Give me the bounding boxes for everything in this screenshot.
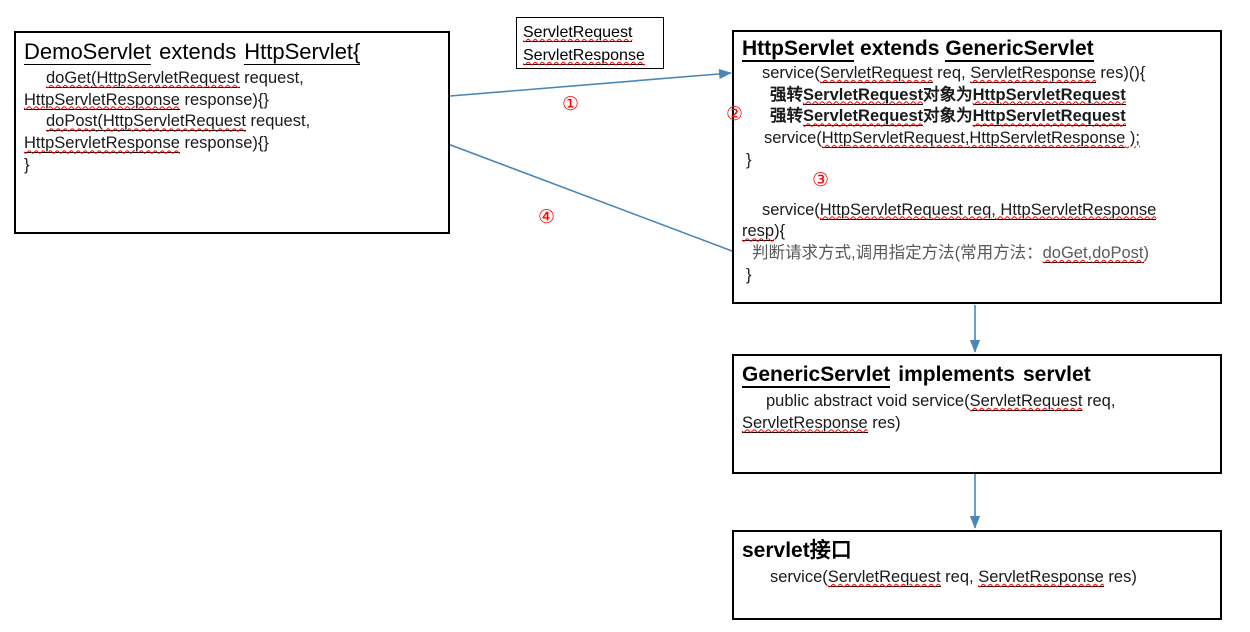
dopost-param-request-name: request, <box>245 112 311 131</box>
servlet-response-text: ServletResponse <box>523 47 645 66</box>
http-servlet-title-keyword: extends <box>860 37 940 60</box>
cast2-verb: 强转 <box>770 107 803 126</box>
dispatch-close-paren: ) <box>1143 244 1150 263</box>
service-keyword: service( <box>762 63 820 82</box>
box-servlet-interface[interactable]: servlet接口 service(ServletRequest req, Se… <box>732 530 1222 620</box>
doget-param-request-name: request, <box>239 68 304 87</box>
marker-one: ① <box>562 93 580 115</box>
demo-servlet-title-keyword: extends <box>159 39 237 64</box>
abstract-param-res-type: ServletResponse <box>742 413 868 433</box>
marker-four: ④ <box>538 206 556 228</box>
dopost-param-request-type: HttpServletRequest <box>102 112 246 132</box>
dispatch-text: 判断请求方式,调用指定方法(常用方法： <box>752 244 1043 263</box>
cast1-connector: 对象为 <box>923 85 973 104</box>
dopost-param-response-name: response){} <box>179 134 269 153</box>
inner-service-keyword: service( <box>764 129 822 148</box>
cast1-to-type: HttpServletRequest <box>972 85 1126 105</box>
http-servlet-inner-service-call: service(HttpServletRequest,HttpServletRe… <box>742 128 1214 150</box>
overload-service-keyword: service( <box>762 200 820 219</box>
iface-param-req-name: req, <box>940 567 979 586</box>
cast2-from-type: ServletRequest <box>803 107 924 127</box>
cast1-from-type: ServletRequest <box>803 85 924 105</box>
dispatch-methods: doGet,doPost <box>1042 244 1144 264</box>
servlet-interface-service-signature: service(ServletRequest req, ServletRespo… <box>742 567 1212 589</box>
http-servlet-title-class: HttpServlet <box>742 37 855 62</box>
http-servlet-cast-line-1: 强转ServletRequest对象为HttpServletRequest <box>742 85 1214 107</box>
abstract-param-res-name: res) <box>867 413 901 432</box>
box-generic-servlet[interactable]: GenericServlet implements servlet public a… <box>732 354 1222 474</box>
box-servlet-request-response[interactable]: ServletRequest ServletResponse <box>516 17 664 69</box>
cast1-verb: 强转 <box>770 85 803 104</box>
iface-service-keyword: service( <box>770 567 828 586</box>
cast2-to-type: HttpServletRequest <box>972 107 1126 127</box>
demo-servlet-title: DemoServlet extends HttpServlet{ <box>24 39 440 65</box>
demo-servlet-dopost-line2: HttpServletResponse response){} <box>24 133 440 155</box>
overload-open-brace: ){ <box>774 222 786 241</box>
demo-servlet-close-brace: } <box>24 156 30 175</box>
cast2-connector: 对象为 <box>923 107 973 126</box>
servlet-response-label: ServletResponse <box>523 44 657 67</box>
service-param-res-type: ServletResponse <box>970 63 1096 83</box>
overload-resp-name: resp <box>742 222 775 242</box>
arrow-one-demo-to-httpservlet <box>449 68 732 97</box>
demo-servlet-doget-line: doGet(HttpServletRequest request, <box>24 68 440 90</box>
dopost-param-response-type: HttpServletResponse <box>24 134 180 154</box>
doget-param-response-type: HttpServletResponse <box>24 90 180 110</box>
overload-service-params: HttpServletRequest req, HttpServletRespo… <box>819 200 1157 220</box>
dopost-keyword: doPost( <box>46 112 103 132</box>
iface-param-req-type: ServletRequest <box>827 567 941 587</box>
http-servlet-overload-signature-cont: resp){ <box>742 221 1214 243</box>
service-param-req-type: ServletRequest <box>819 63 933 83</box>
servlet-request-label: ServletRequest <box>523 21 657 44</box>
http-servlet-close-brace-1: } <box>746 150 752 169</box>
generic-servlet-service-signature: public abstract void service(ServletRequ… <box>742 391 1212 413</box>
marker-two: ② <box>726 103 744 125</box>
http-servlet-close-brace-2: } <box>746 265 752 284</box>
abstract-param-req-name: req, <box>1082 391 1116 410</box>
http-servlet-title-super: GenericServlet <box>945 37 1094 62</box>
inner-service-args: HttpServletRequest,HttpServletResponse <box>821 129 1126 149</box>
http-servlet-cast-line-2: 强转ServletRequest对象为HttpServletRequest <box>742 106 1214 128</box>
inner-service-tail: ); <box>1125 129 1141 148</box>
http-servlet-service-signature: service(ServletRequest req, ServletRespo… <box>742 63 1214 85</box>
abstract-service-keyword: public abstract void service( <box>766 391 970 410</box>
demo-servlet-title-super: HttpServlet{ <box>244 39 361 65</box>
http-servlet-dispatch-description: 判断请求方式,调用指定方法(常用方法：doGet,doPost) <box>742 243 1214 265</box>
doget-param-response-name: response){} <box>179 90 269 109</box>
demo-servlet-dopost-line: doPost(HttpServletRequest request, <box>24 111 440 133</box>
abstract-param-req-type: ServletRequest <box>969 391 1083 411</box>
generic-servlet-title-keyword: implements <box>898 363 1015 386</box>
doget-keyword: doGet( <box>46 68 97 88</box>
generic-servlet-service-signature-cont: ServletResponse res) <box>742 413 1212 435</box>
service-param-req-name: req, <box>932 63 971 82</box>
iface-param-res-name: res) <box>1103 567 1137 586</box>
servlet-interface-title: servlet接口 <box>742 539 852 562</box>
http-servlet-overload-signature: service(HttpServletRequest req, HttpServ… <box>742 200 1214 222</box>
doget-param-request-type: HttpServletRequest <box>96 68 240 88</box>
generic-servlet-title-interface: servlet <box>1022 363 1091 386</box>
generic-servlet-title-class: GenericServlet <box>742 363 891 388</box>
iface-param-res-type: ServletResponse <box>978 567 1104 587</box>
demo-servlet-title-class: DemoServlet <box>24 39 152 65</box>
demo-servlet-doget-line2: HttpServletResponse response){} <box>24 90 440 112</box>
marker-three: ③ <box>812 169 830 191</box>
service-param-res-name: res)(){ <box>1095 63 1146 82</box>
generic-servlet-title: GenericServlet implements servlet <box>742 363 1212 388</box>
servlet-request-text: ServletRequest <box>523 24 633 42</box>
